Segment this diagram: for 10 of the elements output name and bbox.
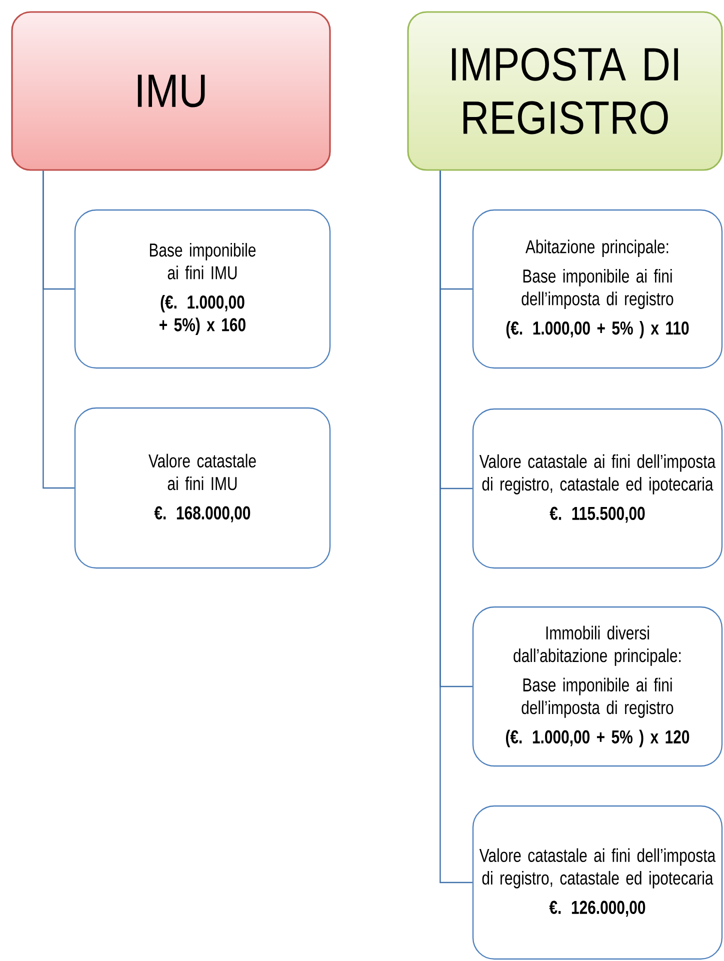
info-box: Base imponibile ai fini IMU (€. 1.000,00 + 5%) x 160 — [74, 209, 331, 369]
info-box: Valore catastale ai fini dell’imposta di registro, catastale ed ipotecaria €. 115.500,00 — [472, 408, 723, 569]
info-box: Abitazione principale: Base imponibile ai fini dell’imposta di registro (€. 1.000,00 + 5% ) x 110 — [472, 209, 723, 369]
connector-line — [440, 170, 472, 884]
heading-box: IMU — [11, 11, 331, 171]
info-box: Valore catastale ai fini IMU €. 168.000,00 — [74, 407, 331, 569]
heading-box: IMPOSTA DI REGISTRO — [407, 11, 723, 171]
info-box: Valore catastale ai fini dell’imposta di registro, catastale ed ipotecaria €. 126.000,00 — [472, 805, 723, 960]
connector-line — [42, 170, 74, 489]
info-box: Immobili diversi dall’abitazione principale: Base imponibile ai fini dell’imposta di registro (€. 1.000,00 + 5% ) x 120 — [472, 606, 723, 767]
